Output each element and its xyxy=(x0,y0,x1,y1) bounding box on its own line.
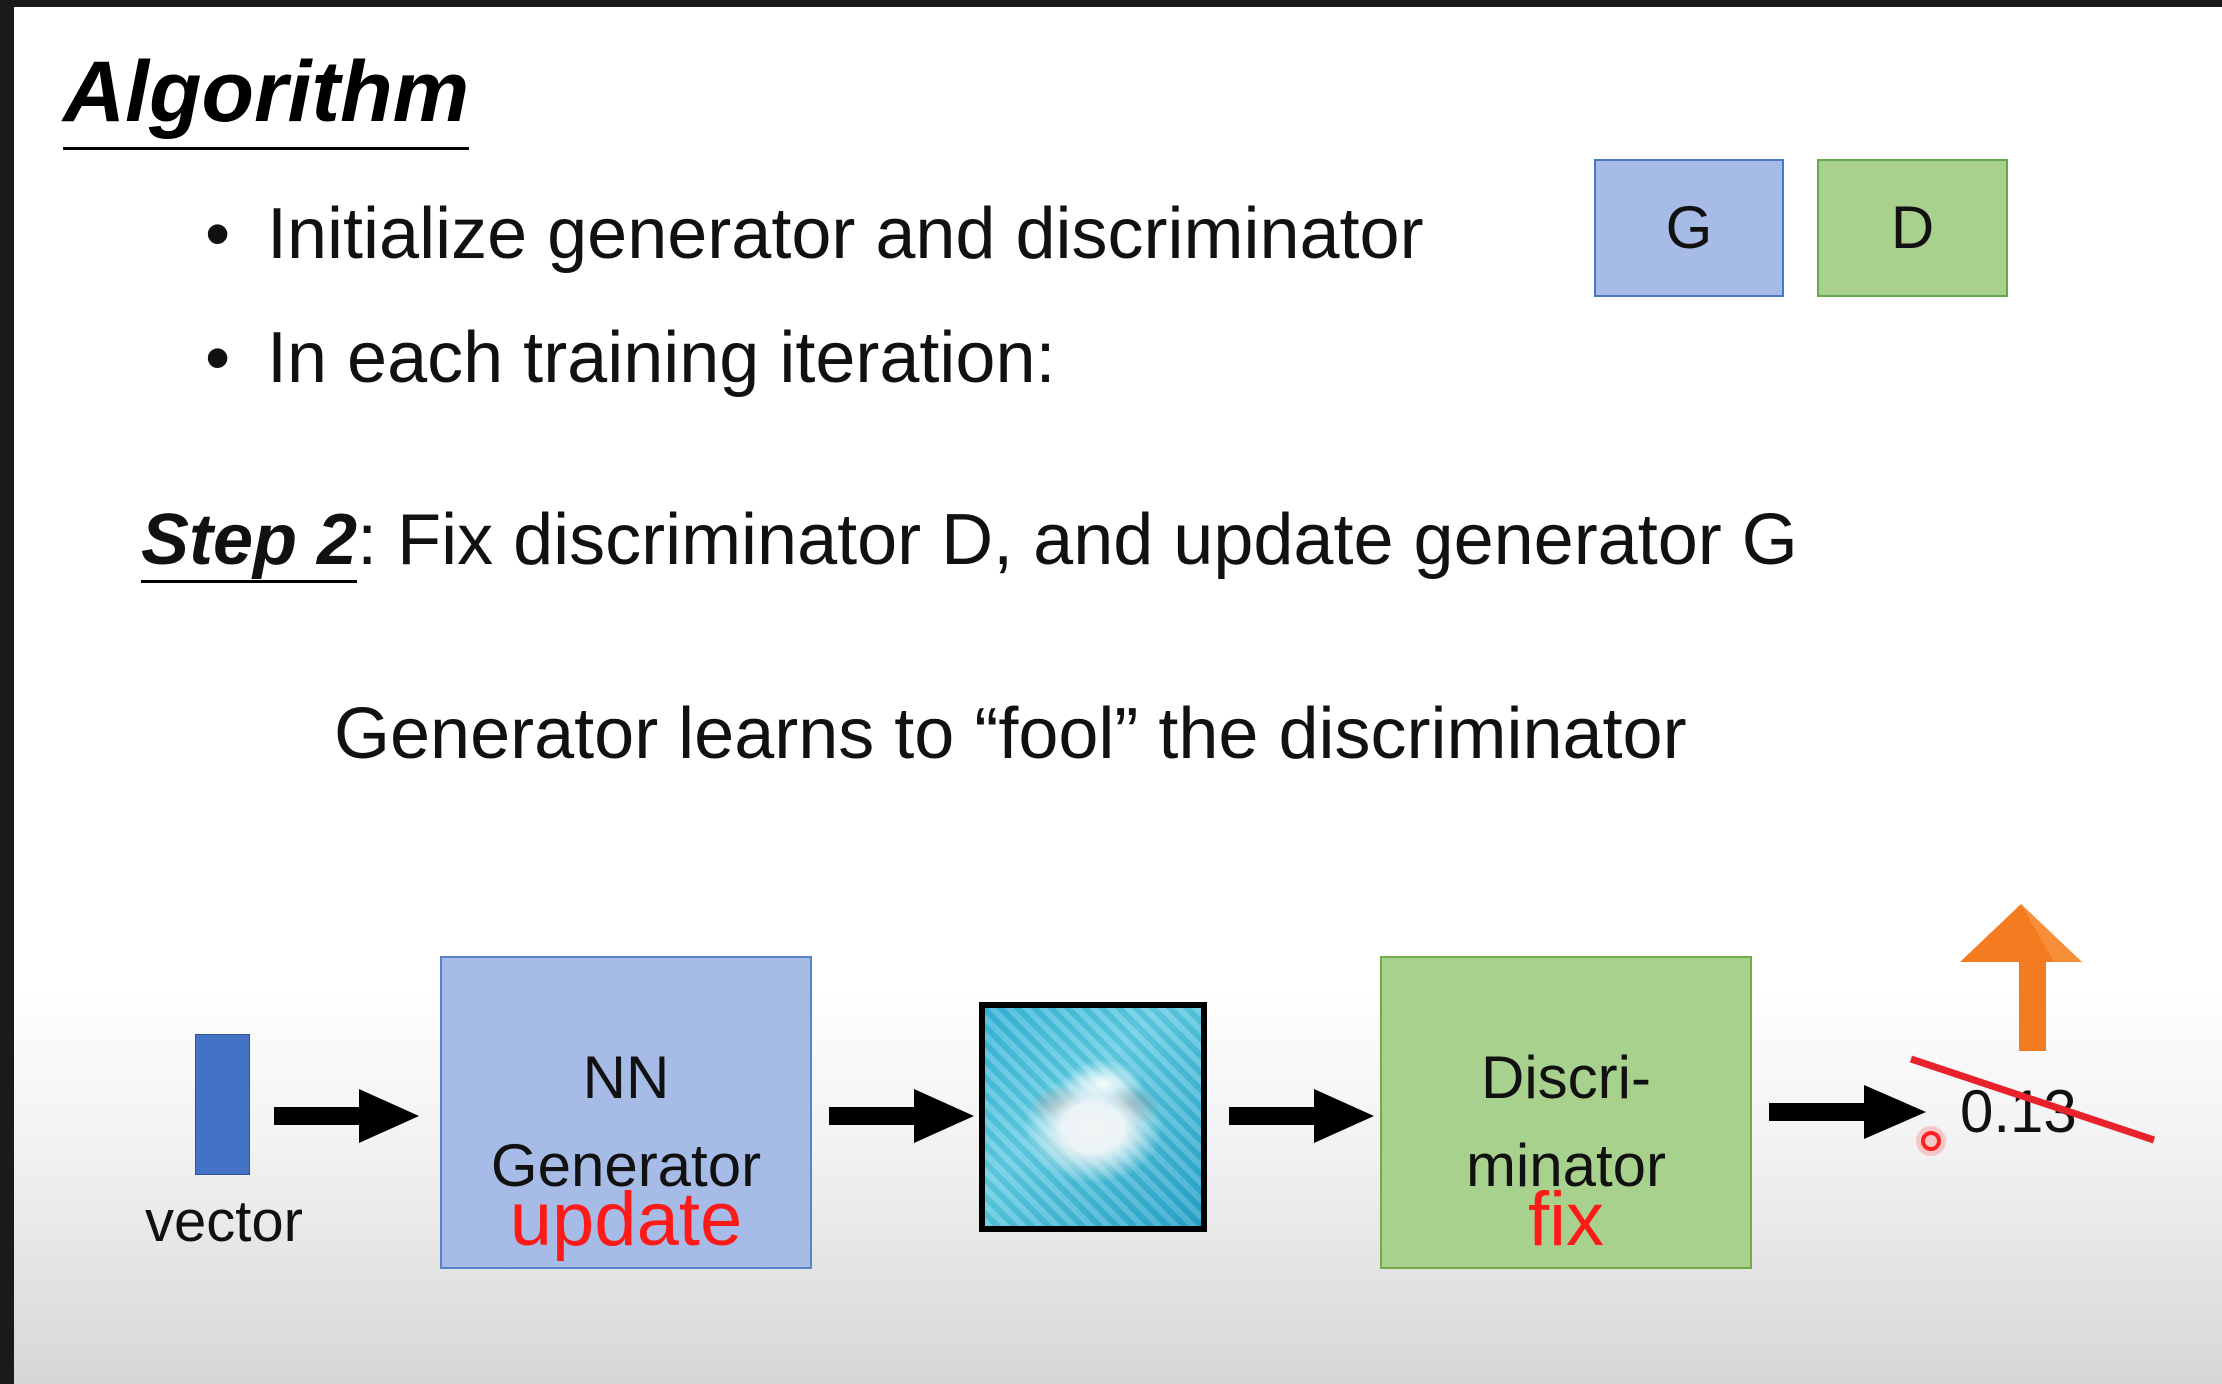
arrow-generator-to-image xyxy=(829,1089,974,1143)
strike-line xyxy=(1911,1059,2154,1140)
arrow-image-to-discriminator xyxy=(1229,1089,1374,1143)
pointer-marker-icon xyxy=(1916,1126,1946,1156)
slide: Algorithm •Initialize generator and disc… xyxy=(14,7,2222,1384)
up-arrow-icon xyxy=(1960,904,2082,1051)
arrow-discriminator-to-output xyxy=(1769,1085,1926,1139)
arrow-vector-to-generator xyxy=(274,1089,419,1143)
diagram-arrows xyxy=(14,7,2222,1384)
